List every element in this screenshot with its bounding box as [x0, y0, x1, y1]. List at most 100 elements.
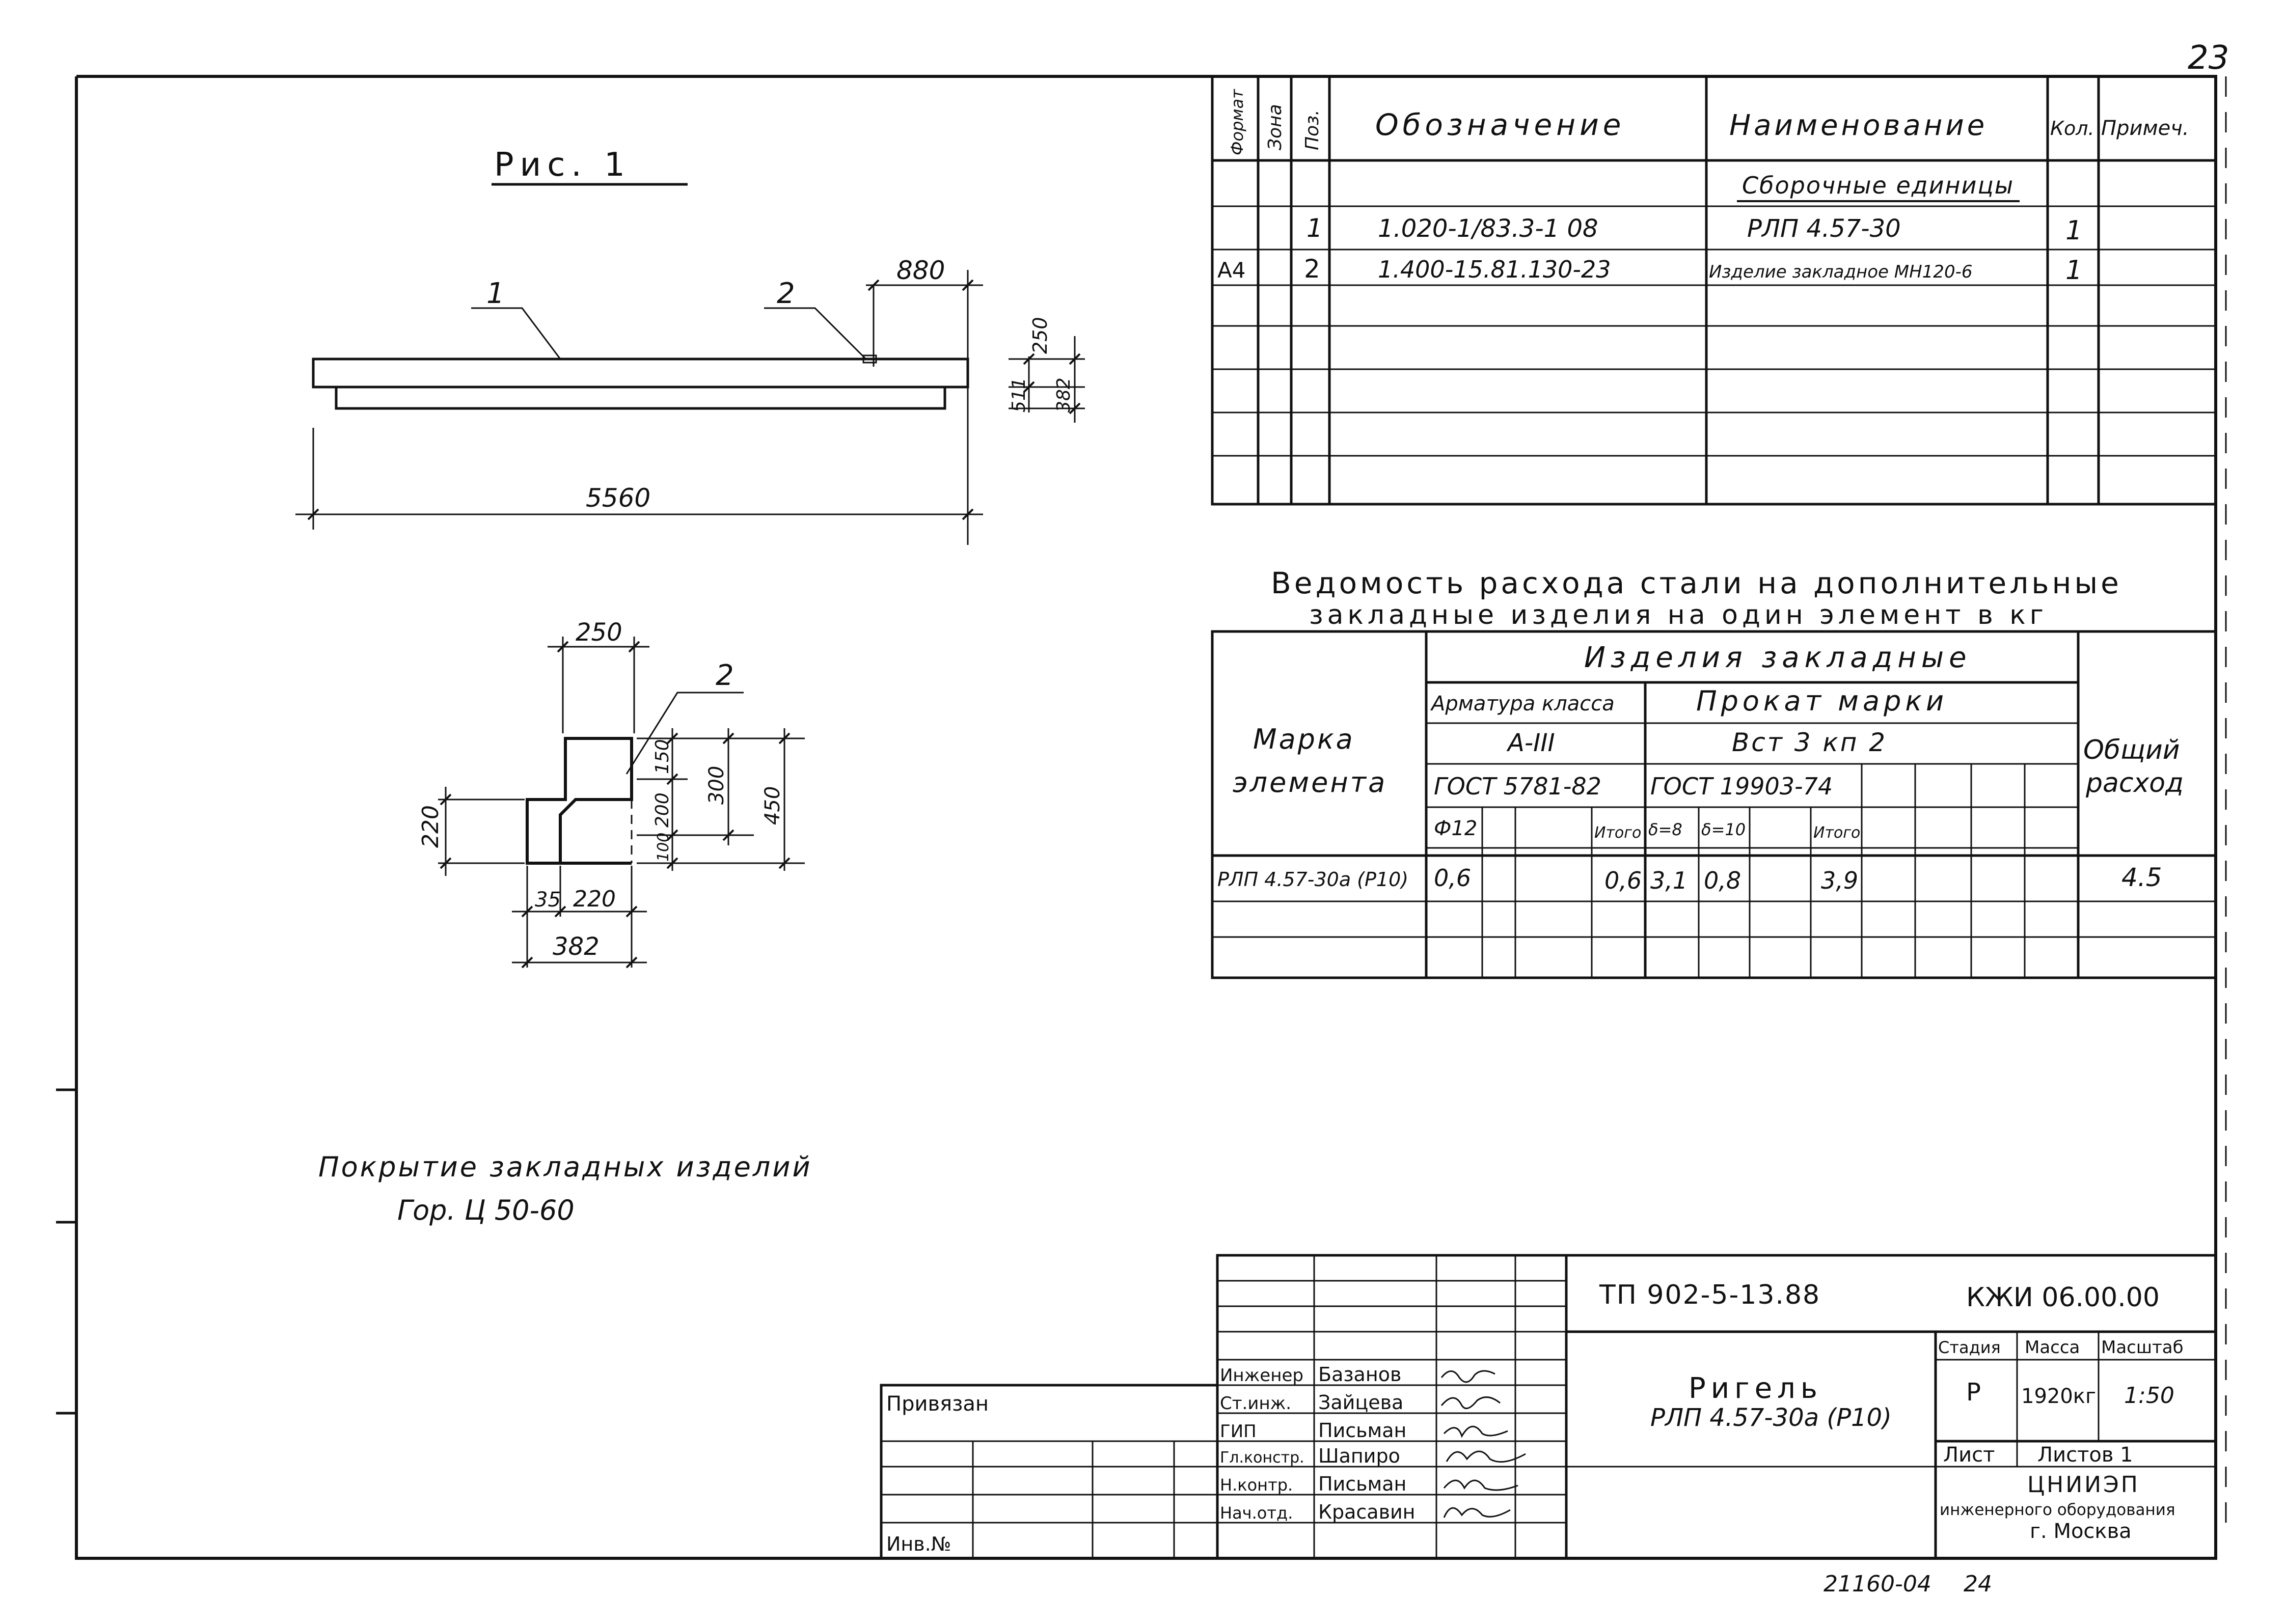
signer-role-3: ГИП [1220, 1421, 1257, 1442]
steel-prokat: Прокат марки [1696, 685, 1948, 717]
steel-row-total: 4.5 [2121, 863, 2162, 892]
spec-table-grid [1211, 75, 2217, 506]
section-dim-150: 150 [652, 739, 673, 774]
elevation-pos-1: 1 [486, 277, 505, 310]
steel-armatura: Арматура класса [1430, 692, 1615, 715]
stage-value: Р [1966, 1378, 1981, 1407]
mass-label: Масса [2025, 1337, 2080, 1358]
spec-row1-qty: 1 [2065, 215, 2082, 246]
steel-row-d10: 0,8 [1704, 867, 1741, 894]
section-dim-450: 450 [761, 786, 784, 825]
org-line3: г. Москва [2030, 1520, 2132, 1543]
org-line1: ЦНИИЭП [2027, 1472, 2140, 1498]
section-pos-2: 2 [716, 659, 734, 692]
signer-name-3: Письман [1318, 1419, 1406, 1442]
section-dim-220-bottom: 220 [573, 886, 616, 912]
steel-col-total-1: Общий [2083, 735, 2180, 765]
steel-col-mark-2: элемента [1233, 766, 1387, 799]
spec-header-pos: Поз. [1302, 109, 1323, 150]
section-dim-200: 200 [652, 792, 673, 828]
steel-col-mark-1: Марка [1253, 723, 1355, 755]
footer-page: 24 [1964, 1571, 1992, 1597]
section-dim-300: 300 [705, 766, 728, 805]
spec-row2-qty: 1 [2065, 255, 2082, 286]
spec-row2-format: А4 [1217, 258, 1245, 283]
steel-sub-d8: δ=8 [1648, 820, 1682, 839]
section-dim-220-left: 220 [418, 805, 444, 848]
beam-section [438, 637, 805, 969]
signer-name-5: Письман [1318, 1473, 1406, 1495]
beam-elevation [295, 270, 1085, 545]
steel-row-mark: РЛП 4.57-30а (Р10) [1217, 868, 1408, 891]
title-name-line2: РЛП 4.57-30а (Р10) [1650, 1403, 1892, 1432]
stage-label: Стадия [1938, 1338, 2001, 1357]
signer-role-4: Гл.констр. [1220, 1449, 1304, 1467]
spec-header-qty: Кол. [2050, 117, 2094, 140]
coating-note-line2: Гор. Ц 50-60 [397, 1194, 575, 1226]
signer-name-1: Базанов [1318, 1363, 1401, 1386]
spec-header-note: Примеч. [2101, 117, 2189, 140]
steel-sub-d10: δ=10 [1701, 820, 1746, 839]
mass-value: 1920кг [2021, 1385, 2096, 1408]
spec-row2-pos: 2 [1304, 254, 1320, 284]
spec-section-label: Сборочные единицы [1742, 172, 2014, 199]
steel-sub-total-p: Итого [1813, 824, 1860, 842]
dim-250: 250 [1029, 317, 1051, 354]
spec-header-name: Наименование [1729, 109, 1988, 142]
spec-row1-designation: 1.020-1/83.3-1 08 [1378, 214, 1598, 243]
sheets-label: Листов 1 [2037, 1443, 2133, 1467]
document-code: КЖИ 06.00.00 [1966, 1282, 2160, 1313]
steel-armatura-class: А-III [1506, 729, 1555, 757]
elevation-pos-2: 2 [777, 277, 795, 310]
steel-row-d12: 0,6 [1434, 864, 1471, 892]
signer-name-2: Зайцева [1318, 1391, 1403, 1414]
steel-table-title-line1: Ведомость расхода стали на дополнительны… [1271, 566, 2122, 600]
steel-sub-total-a: Итого [1594, 824, 1641, 842]
footer-doc-number: 21160-04 [1824, 1571, 1931, 1597]
steel-armatura-gost: ГОСТ 5781-82 [1434, 773, 1601, 800]
signer-name-6: Красавин [1318, 1501, 1416, 1523]
section-dim-382: 382 [553, 932, 600, 961]
title-block-grid [880, 1254, 2217, 1560]
figure-title: Рис. 1 [494, 146, 631, 184]
spec-header-format: Формат [1228, 89, 1247, 155]
sheet-label: Лист [1943, 1443, 1995, 1467]
dim-511: 511 [1009, 377, 1029, 412]
page-number: 23 [2188, 39, 2229, 77]
dim-880: 880 [896, 256, 945, 285]
title-name-line1: Ригель [1689, 1372, 1822, 1405]
signer-role-6: Нач.отд. [1220, 1503, 1293, 1523]
spec-row1-pos: 1 [1307, 213, 1323, 243]
steel-table-title-line2: закладные изделия на один элемент в кг [1309, 600, 2048, 630]
steel-group: Изделия закладные [1584, 641, 1972, 674]
spec-header-zone: Зона [1265, 104, 1286, 150]
scale-value: 1:50 [2124, 1383, 2174, 1409]
steel-prokat-gost: ГОСТ 19903-74 [1650, 773, 1833, 800]
project-number: ТП 902-5-13.88 [1599, 1280, 1820, 1310]
steel-prokat-grade: Вст 3 кп 2 [1732, 728, 1887, 757]
signer-role-1: Инженер [1220, 1365, 1303, 1386]
spec-row2-name: Изделие закладное МН120-6 [1709, 262, 1972, 282]
sheet-frame [56, 75, 2227, 1560]
signatures [1440, 1370, 1526, 1518]
steel-col-total-2: расход [2085, 768, 2184, 799]
steel-row-total-a: 0,6 [1604, 867, 1642, 894]
section-dim-100: 100 [655, 833, 672, 862]
spec-row2-designation: 1.400-15.81.130-23 [1378, 256, 1611, 283]
section-dim-35: 35 [535, 888, 561, 912]
inv-label: Инв.№ [886, 1533, 951, 1555]
org-line2: инженерного оборудования [1940, 1501, 2175, 1519]
steel-sub-d12: Ф12 [1434, 817, 1477, 840]
scale-label: Масштаб [2101, 1337, 2184, 1358]
steel-row-d8: 3,1 [1650, 867, 1688, 894]
section-dim-250: 250 [576, 618, 622, 647]
privyazan-label: Привязан [886, 1392, 989, 1416]
spec-header-designation: Обозначение [1375, 107, 1625, 142]
signer-role-2: Ст.инж. [1220, 1393, 1291, 1414]
spec-row1-name: РЛП 4.57-30 [1747, 214, 1901, 243]
dim-382-elev: 382 [1053, 377, 1074, 412]
steel-table-grid [1211, 630, 2217, 979]
steel-row-total-p: 3,9 [1821, 867, 1858, 894]
signer-role-5: Н.контр. [1220, 1475, 1293, 1495]
